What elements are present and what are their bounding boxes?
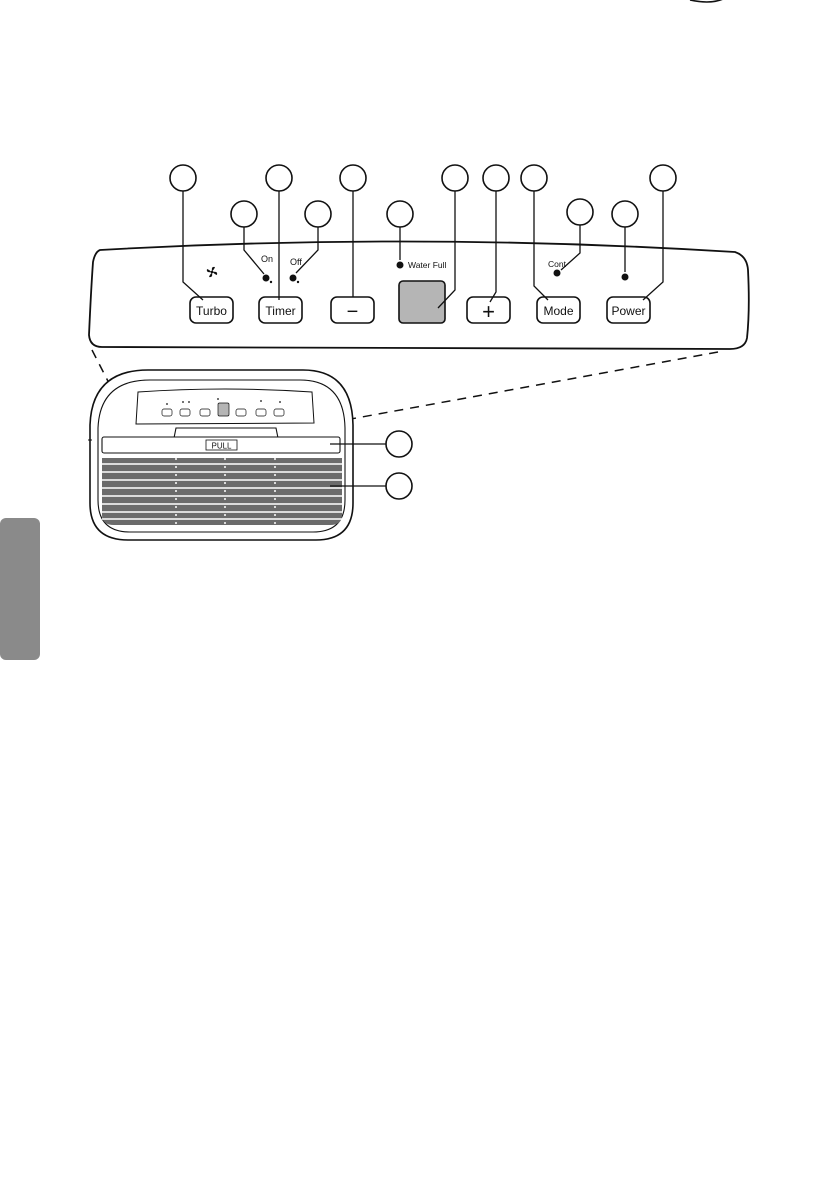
callout-circle (340, 165, 366, 191)
plus-button-label: + (482, 299, 495, 324)
callout-circle (231, 201, 257, 227)
callout-circle (170, 165, 196, 191)
label-off: Off (290, 257, 302, 267)
callout-circle (612, 201, 638, 227)
callout-circle (650, 165, 676, 191)
turbo-button[interactable]: Turbo (190, 297, 233, 323)
timer-button-label: Timer (265, 304, 295, 318)
led-cont (554, 270, 561, 277)
mode-button-label: Mode (543, 304, 573, 318)
dehumidifier-unit: PULL (88, 370, 353, 540)
grille (102, 458, 342, 525)
callout-circle (442, 165, 468, 191)
callout-circle (387, 201, 413, 227)
callout-circles (170, 165, 676, 227)
mini-display (218, 403, 229, 416)
led-water-full (397, 262, 404, 269)
led-dot (297, 281, 299, 283)
timer-button[interactable]: Timer (259, 297, 302, 323)
display-window (399, 281, 445, 323)
callout-circle-pull (386, 431, 412, 457)
turbo-button-label: Turbo (196, 304, 227, 318)
callout-circle (567, 199, 593, 225)
label-water-full: Water Full (408, 260, 447, 270)
led-dot (270, 281, 272, 283)
page-corner-arc (690, 0, 742, 2)
callout-circle (305, 201, 331, 227)
side-tab (0, 518, 40, 660)
callout-circle (521, 165, 547, 191)
plus-button[interactable]: + (467, 297, 510, 324)
mode-button[interactable]: Mode (537, 297, 580, 323)
power-button[interactable]: Power (607, 297, 650, 323)
led-timer-on (263, 275, 270, 282)
callout-circle (266, 165, 292, 191)
led-timer-off (290, 275, 297, 282)
minus-button[interactable]: − (331, 297, 374, 323)
callout-circle (483, 165, 509, 191)
power-button-label: Power (611, 304, 645, 318)
label-on: On (261, 254, 273, 264)
minus-button-label: − (347, 301, 359, 323)
led-power (622, 274, 629, 281)
callout-circle-grille (386, 473, 412, 499)
pull-label: PULL (211, 442, 232, 451)
projection-line (318, 352, 718, 425)
